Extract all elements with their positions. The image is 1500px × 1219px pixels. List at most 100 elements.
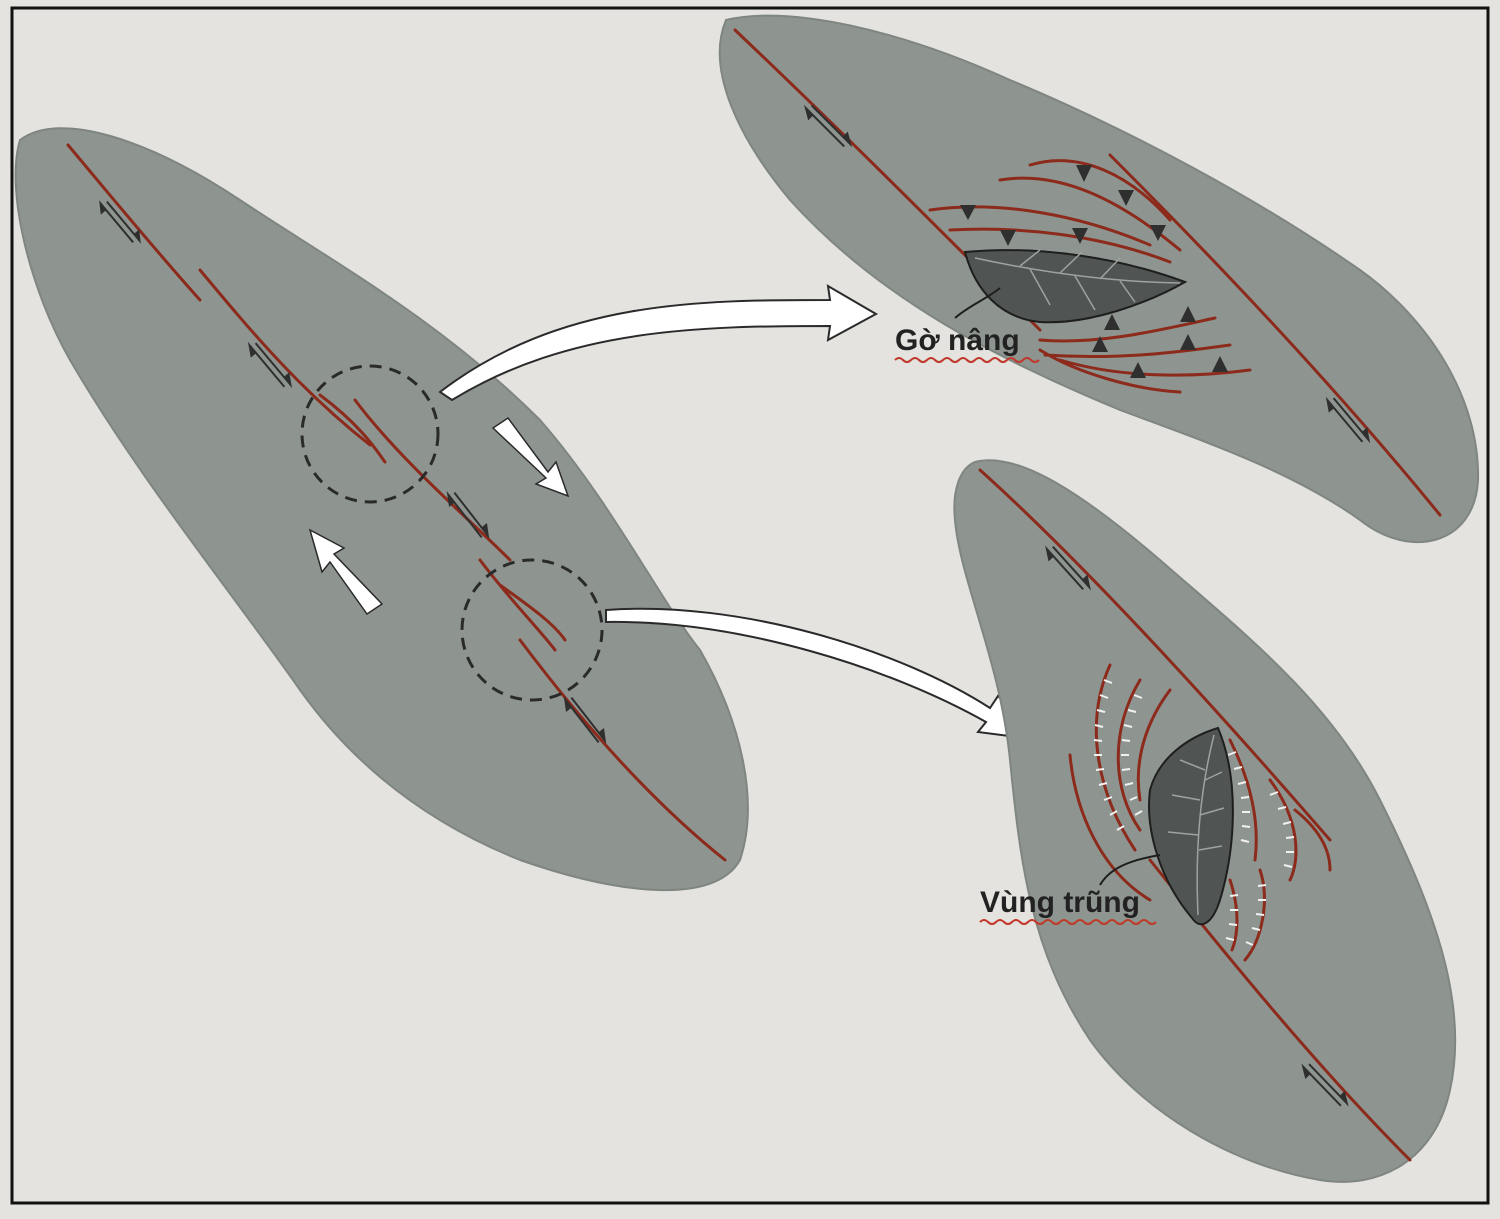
thrust-arc [1038, 316, 1217, 343]
shear-arrow-up-icon [308, 528, 384, 616]
thrust-arc [928, 205, 1152, 247]
slip-arrow-icon [446, 491, 483, 538]
slip-arrow-icon [1332, 397, 1371, 444]
thrust-tooth-icon [1118, 190, 1134, 206]
thrust-tooth-icon [960, 205, 976, 220]
normal-arc [1136, 688, 1172, 802]
leaf-vein [1196, 734, 1215, 916]
main-fault-right [1108, 153, 1442, 517]
leaf-vein [1029, 268, 1051, 306]
slip-arrow-icon [453, 492, 490, 539]
compression-zone-circle [300, 364, 440, 504]
hachure-ticks [1225, 894, 1239, 941]
thrust-arc [1058, 358, 1252, 377]
slip-arrow-icon [1045, 545, 1084, 590]
ridge-leaf [963, 249, 1188, 324]
fault-trace [198, 268, 372, 447]
basin-slip-arrows [1045, 545, 1349, 1107]
ridge-slip-arrows [803, 104, 1371, 444]
thrust-arc [1028, 159, 1172, 222]
thrust-tooth-icon [1212, 356, 1228, 372]
thrust-arc [1038, 348, 1182, 394]
normal-arc [1243, 868, 1266, 962]
normal-arc [1228, 878, 1239, 952]
thrust-tooth-icon [1180, 334, 1196, 350]
pull-apart-basin-label: Vùng trũng [980, 886, 1140, 919]
thrust-teeth [960, 165, 1228, 378]
thrust-arc [948, 227, 1172, 264]
thrust-tooth-icon [1180, 306, 1196, 322]
thrust-tooth-icon [1150, 225, 1166, 241]
slip-arrow-icon [1308, 1063, 1349, 1107]
fault-trace [353, 398, 512, 562]
leaf-vein [1204, 771, 1223, 781]
thrust-tooth-icon [1104, 314, 1120, 330]
extension-zone-circle [460, 558, 604, 702]
basin-leader-line [1099, 854, 1161, 886]
leaf-vein [1167, 831, 1199, 836]
fault-trace [318, 393, 387, 464]
fault-trace [478, 558, 557, 652]
slip-arrow-icon [1301, 1063, 1342, 1107]
pull-apart-basin-squiggle [979, 919, 1157, 925]
thrust-tooth-icon [1000, 230, 1016, 246]
pressure-ridge-block: Gờ nâng [718, 14, 1480, 544]
normal-arc [1268, 778, 1298, 882]
slip-arrow-icon [1052, 546, 1091, 591]
leaf-vein [974, 257, 1181, 284]
thrust-arc [1043, 343, 1232, 359]
hachure-ticks [1227, 751, 1251, 843]
normal-arc [1293, 808, 1332, 872]
connector-arrow-top [438, 284, 879, 402]
normal-arc [1228, 738, 1258, 862]
leaf-vein [1059, 251, 1083, 274]
hachure-ticks [1269, 791, 1295, 868]
shear-sense-arrows [308, 416, 570, 616]
pressure-ridge-squiggle [894, 357, 1040, 363]
thrust-tooth-icon [1072, 228, 1088, 244]
main-fault-top [978, 468, 1332, 842]
figure-frame [10, 6, 1490, 1205]
basin-leaf [1148, 726, 1234, 926]
slip-arrow-icon [570, 697, 607, 744]
leaf-vein [1019, 249, 1041, 267]
ridge-faults [733, 28, 1442, 517]
slip-arrow-icon [254, 342, 293, 389]
zoom-circles [300, 364, 604, 702]
ridge-leader-line [954, 287, 1001, 319]
left-slip-arrows [99, 200, 607, 744]
slip-arrow-icon [1325, 396, 1364, 443]
fault-trace [498, 583, 567, 642]
thrust-tooth-icon [1130, 362, 1146, 378]
leaf-vein [1119, 280, 1136, 303]
slip-arrow-icon [247, 341, 286, 388]
normal-arc [1068, 753, 1152, 902]
hachure-ticks [1245, 884, 1267, 946]
normal-arc [1116, 678, 1142, 832]
thrust-tooth-icon [1092, 336, 1108, 352]
fault-trace [66, 143, 202, 302]
normal-fault-hachures [1093, 679, 1295, 946]
pull-apart-block: Vùng trũng [953, 459, 1457, 1183]
leaf-vein [1198, 845, 1223, 851]
fault-trace [518, 638, 727, 862]
basin-leaf-veins [1167, 734, 1225, 916]
left-fault-block [14, 127, 749, 891]
leaf-vein [1074, 275, 1096, 311]
pressure-ridge-label: Gờ nâng [895, 324, 1020, 357]
slip-arrow-icon [99, 200, 134, 243]
hachure-ticks [1093, 679, 1125, 831]
slip-arrow-icon [106, 201, 141, 244]
hachure-ticks [1121, 694, 1143, 816]
leaf-vein [1179, 759, 1206, 771]
left-block-shape [14, 127, 749, 891]
left-fault-traces [66, 143, 727, 862]
slip-arrow-icon [803, 104, 845, 148]
slip-arrow-icon [811, 104, 853, 148]
slip-arrow-icon [563, 696, 600, 743]
leaf-vein [1099, 257, 1121, 280]
shear-arrow-down-icon [491, 416, 570, 498]
leaf-vein [1199, 807, 1225, 816]
